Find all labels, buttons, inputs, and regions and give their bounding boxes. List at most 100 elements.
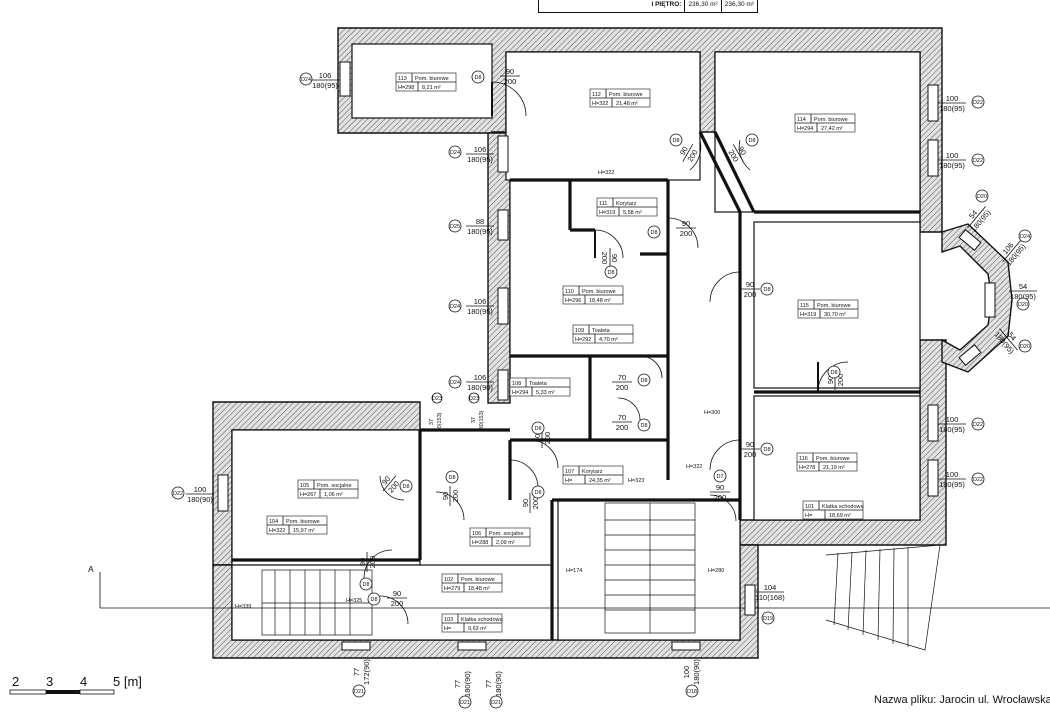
opening-tag-circle: D21: [489, 695, 503, 709]
opening-width: 37: [471, 417, 477, 423]
opening-height: 80(153): [437, 412, 443, 431]
door-tag: D8: [448, 475, 455, 481]
room-height: H=292: [575, 337, 591, 343]
room-area: 15,97 m²: [293, 528, 315, 534]
door-height: 200: [600, 252, 609, 265]
opening-width: 77: [352, 668, 361, 676]
opening-width: 106: [474, 373, 487, 382]
opening-tag: D22: [973, 100, 983, 106]
door-width: 70: [618, 373, 626, 382]
door-tag-circle: D8: [669, 133, 683, 147]
opening-tag: D23: [432, 396, 442, 402]
opening-tag: D24: [450, 380, 460, 386]
room-name: Pom. biurowe: [461, 577, 495, 583]
door-height: 200: [368, 556, 377, 569]
room-name: Pom. biurowe: [816, 456, 850, 462]
door-width: 90: [716, 483, 724, 492]
door-width: 90: [746, 280, 754, 289]
opening-tag-circle: D24: [1018, 229, 1032, 243]
room-name: Pom. biurowe: [415, 76, 449, 82]
opening-width: 100: [946, 151, 959, 160]
door-tag-circle: D8: [445, 470, 459, 484]
room-number: 104: [269, 519, 278, 525]
opening-tag: D21: [354, 689, 364, 695]
door-tag: D8: [534, 490, 541, 496]
door-width: 90: [441, 492, 450, 500]
opening-tag-circle: D22: [971, 417, 985, 431]
opening-tag: D20: [1018, 302, 1028, 308]
bay-window: [941, 223, 1013, 373]
opening-height: 180(95): [939, 161, 965, 170]
door-width: 90: [610, 254, 619, 262]
room-number: 112: [592, 92, 601, 98]
room-number: 115: [800, 303, 809, 309]
height-marker-h8: H=322: [598, 170, 614, 176]
opening-width: 37: [429, 419, 435, 425]
opening-width: 100: [682, 666, 691, 679]
door-tag-circle: D8: [531, 421, 545, 435]
opening-height: 180(90): [692, 659, 701, 685]
door-width: 90: [678, 145, 690, 157]
opening-height: 180(95): [467, 155, 493, 164]
opening-height: 180(95): [939, 425, 965, 434]
room-height: H=278: [799, 465, 815, 471]
opening-tag-circle: D20: [1016, 297, 1030, 311]
room-number: 108: [512, 381, 521, 387]
opening-width: 100: [946, 470, 959, 479]
opening-width: 54: [1019, 282, 1027, 291]
inner-walls: [232, 131, 920, 640]
opening-tag-circle: D20: [975, 189, 989, 203]
door-height: 200: [744, 450, 757, 459]
door-tag: D8: [534, 426, 541, 432]
door-height: 200: [543, 432, 552, 445]
door-tag: D8: [830, 370, 837, 376]
room-name: Pom. biurowe: [609, 92, 643, 98]
height-marker-h5: H=322: [686, 464, 702, 470]
door-tag: D7: [716, 474, 723, 480]
door-swings: [363, 81, 849, 625]
door-height: 200: [616, 423, 629, 432]
door-tag: D8: [474, 75, 481, 81]
opening-tag-circle: D18: [685, 684, 699, 698]
room-name: Klatka schodowa: [822, 504, 865, 510]
door-height: 200: [714, 493, 727, 502]
opening-tag: D20: [977, 194, 987, 200]
opening-tag: D22: [173, 491, 183, 497]
room-number: 113: [398, 76, 407, 82]
height-marker-h3: H=280: [708, 568, 724, 574]
room-number: 116: [799, 456, 808, 462]
door-height: 200: [680, 229, 693, 238]
opening-height: 180(95): [939, 480, 965, 489]
opening-tag-circle: D25: [448, 219, 462, 233]
opening-tag: D24: [450, 150, 460, 156]
height-marker-h6: H=300: [704, 410, 720, 416]
opening-tag-circle: D20: [1018, 339, 1032, 353]
room-name: Korytarz: [616, 201, 637, 207]
window-symbols: [217, 61, 939, 651]
opening-tag: D24: [450, 304, 460, 310]
